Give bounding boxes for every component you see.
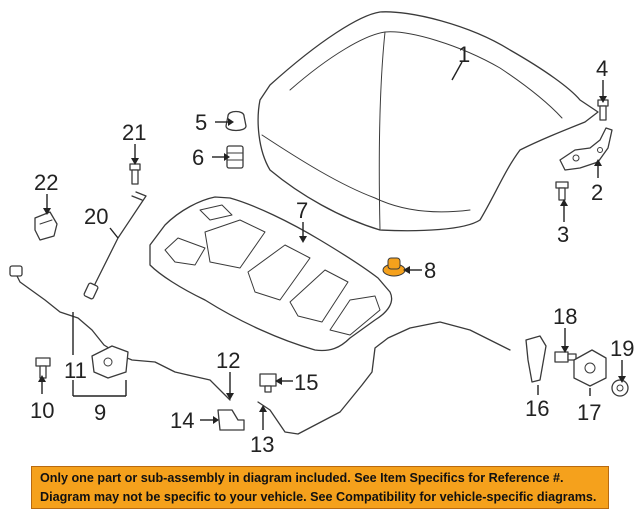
handle-assembly[interactable] [573,349,607,387]
disclaimer-banner: Only one part or sub-assembly in diagram… [31,466,609,509]
bracket-bolt[interactable] [259,373,277,393]
release-cable[interactable] [187,321,511,435]
callout-14: 14 [170,408,194,433]
hood-panel[interactable] [257,11,599,232]
hood-hinge[interactable] [559,127,613,171]
parts-diagram: 1 2 3 4 5 6 7 8 9 10 11 12 13 14 15 16 1… [9,11,634,457]
callout-9: 9 [94,400,106,425]
callout-numbers: 1 2 3 4 5 6 7 8 9 10 11 12 13 14 15 16 1… [30,42,634,457]
callout-12: 12 [216,348,240,373]
callout-20: 20 [84,204,108,229]
release-cable-front[interactable] [9,265,189,376]
callout-5: 5 [195,110,207,135]
disclaimer-line-1: Only one part or sub-assembly in diagram… [40,470,564,485]
prop-rod-bolt[interactable] [129,163,141,185]
callout-16: 16 [525,396,549,421]
handle-bolt[interactable] [554,351,577,363]
callout-18: 18 [553,304,577,329]
callout-21: 21 [122,120,146,145]
hood-insulator[interactable] [149,196,393,352]
callout-15: 15 [294,370,318,395]
callout-11: 11 [64,358,87,383]
callout-22: 22 [34,170,58,195]
hood-latch[interactable] [91,345,129,379]
callout-8: 8 [424,258,436,283]
callout-13: 13 [250,432,274,457]
callout-3: 3 [557,222,569,247]
callout-17: 17 [577,400,601,425]
callout-6: 6 [192,145,204,170]
callout-4: 4 [596,56,608,81]
hood-bumper[interactable] [225,110,247,132]
hood-prop-rod[interactable] [83,191,147,300]
hinge-bolt[interactable] [555,181,569,201]
cable-bracket[interactable] [217,409,245,431]
release-handle[interactable] [525,335,547,383]
handle-clip[interactable] [611,379,629,397]
hood-stop[interactable] [226,145,244,169]
leader-lines [38,61,626,430]
callout-7: 7 [296,198,308,223]
disclaimer-line-2: Diagram may not be specific to your vehi… [40,489,597,504]
latch-bolt[interactable] [35,357,51,379]
callout-2: 2 [591,180,603,205]
callout-19: 19 [610,336,634,361]
callout-10: 10 [30,398,54,423]
clip-highlighted[interactable] [382,257,406,277]
prop-rod-holder[interactable] [34,211,58,241]
callout-1: 1 [458,42,470,67]
